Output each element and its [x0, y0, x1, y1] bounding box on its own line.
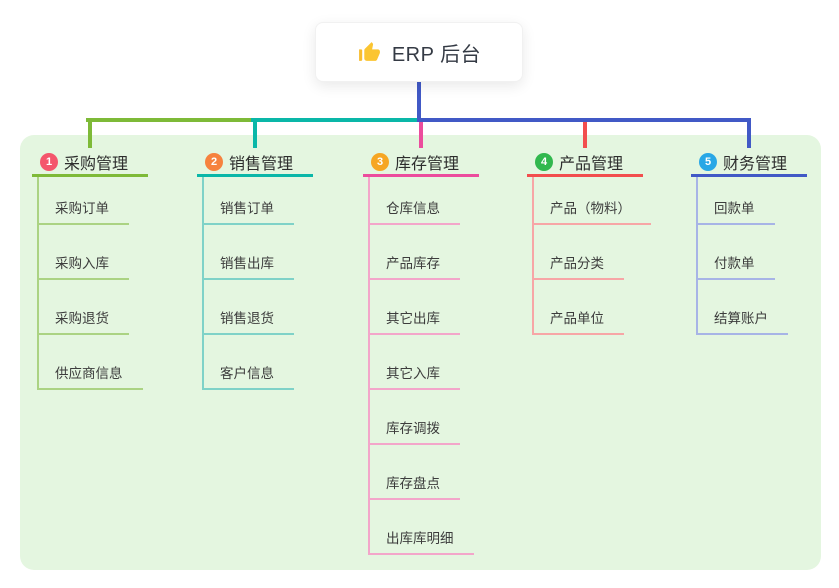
connector-drop-4 — [583, 122, 587, 148]
child-topic-label: 付款单 — [714, 256, 755, 271]
child-topic[interactable]: 采购入库 — [39, 225, 129, 280]
child-topic[interactable]: 库存盘点 — [370, 445, 460, 500]
child-topic[interactable]: 销售退货 — [204, 280, 294, 335]
child-topic-label: 产品单位 — [550, 311, 604, 326]
connector-trunk — [417, 82, 421, 122]
branches-panel — [20, 135, 821, 570]
branch-header-3[interactable]: 3 库存管理 — [363, 150, 479, 177]
child-topic-label: 出库库明细 — [386, 531, 454, 546]
branch-title: 采购管理 — [64, 156, 129, 173]
connector-drop-1 — [88, 122, 92, 148]
child-topic-label: 产品（物料） — [550, 201, 631, 216]
child-topic[interactable]: 结算账户 — [698, 280, 788, 335]
child-topic[interactable]: 付款单 — [698, 225, 775, 280]
root-node[interactable]: ERP 后台 — [315, 22, 523, 82]
branch-3: 3 库存管理 仓库信息产品库存其它出库其它入库库存调拨库存盘点出库库明细 — [363, 150, 479, 555]
child-topic[interactable]: 出库库明细 — [370, 500, 474, 555]
child-topic[interactable]: 采购退货 — [39, 280, 129, 335]
child-topic[interactable]: 其它出库 — [370, 280, 460, 335]
connector-rail-2 — [251, 118, 421, 122]
branch-children: 采购订单采购入库采购退货供应商信息 — [37, 177, 143, 390]
child-topic[interactable]: 产品库存 — [370, 225, 460, 280]
child-topic-label: 结算账户 — [714, 311, 768, 326]
root-title: ERP 后台 — [391, 43, 482, 66]
child-topic-label: 其它出库 — [386, 311, 440, 326]
branch-title: 销售管理 — [229, 156, 294, 173]
child-topic-label: 库存调拨 — [386, 421, 440, 436]
child-topic[interactable]: 仓库信息 — [370, 177, 460, 225]
child-topic[interactable]: 客户信息 — [204, 335, 294, 390]
child-topic-label: 销售订单 — [220, 201, 274, 216]
child-topic[interactable]: 采购订单 — [39, 177, 129, 225]
child-topic-label: 采购入库 — [55, 256, 109, 271]
connector-drop-3 — [419, 122, 423, 148]
branch-number-badge: 1 — [40, 153, 58, 171]
branch-header-1[interactable]: 1 采购管理 — [32, 150, 148, 177]
branch-number-badge: 5 — [699, 153, 717, 171]
connector-rail-5 — [417, 118, 751, 122]
branch-children: 销售订单销售出库销售退货客户信息 — [202, 177, 294, 390]
child-topic-label: 采购订单 — [55, 201, 109, 216]
child-topic[interactable]: 产品单位 — [534, 280, 624, 335]
branch-children: 回款单付款单结算账户 — [696, 177, 788, 335]
branch-number-badge: 4 — [535, 153, 553, 171]
branch-2: 2 销售管理 销售订单销售出库销售退货客户信息 — [197, 150, 313, 390]
branch-header-2[interactable]: 2 销售管理 — [197, 150, 313, 177]
child-topic[interactable]: 其它入库 — [370, 335, 460, 390]
connector-drop-5 — [747, 122, 751, 148]
branch-header-5[interactable]: 5 财务管理 — [691, 150, 807, 177]
branch-header-4[interactable]: 4 产品管理 — [527, 150, 643, 177]
child-topic[interactable]: 库存调拨 — [370, 390, 460, 445]
branch-number-badge: 2 — [205, 153, 223, 171]
branch-children: 产品（物料） 产品分类产品单位 — [532, 177, 651, 335]
child-topic-label: 其它入库 — [386, 366, 440, 381]
child-topic[interactable]: 销售出库 — [204, 225, 294, 280]
branch-title: 库存管理 — [395, 156, 460, 173]
child-topic-label: 供应商信息 — [55, 366, 123, 381]
branch-title: 财务管理 — [723, 156, 788, 173]
branch-title: 产品管理 — [559, 156, 624, 173]
child-topic-label: 客户信息 — [220, 366, 274, 381]
child-topic-label: 仓库信息 — [386, 201, 440, 216]
child-topic[interactable]: 销售订单 — [204, 177, 294, 225]
branch-number-badge: 3 — [371, 153, 389, 171]
child-topic[interactable]: 回款单 — [698, 177, 775, 225]
child-topic-label: 回款单 — [714, 201, 755, 216]
child-topic[interactable]: 供应商信息 — [39, 335, 143, 390]
branch-1: 1 采购管理 采购订单采购入库采购退货供应商信息 — [32, 150, 148, 390]
child-topic-label: 采购退货 — [55, 311, 109, 326]
branch-4: 4 产品管理 产品（物料） 产品分类产品单位 — [527, 150, 651, 335]
child-topic[interactable]: 产品（物料） — [534, 177, 651, 225]
branch-children: 仓库信息产品库存其它出库其它入库库存调拨库存盘点出库库明细 — [368, 177, 474, 555]
branch-5: 5 财务管理 回款单付款单结算账户 — [691, 150, 807, 335]
child-topic-label: 产品库存 — [386, 256, 440, 271]
child-topic-label: 销售出库 — [220, 256, 274, 271]
thumbs-up-icon — [358, 41, 380, 61]
connector-drop-2 — [253, 122, 257, 148]
child-topic[interactable]: 产品分类 — [534, 225, 624, 280]
child-topic-label: 库存盘点 — [386, 476, 440, 491]
child-topic-label: 销售退货 — [220, 311, 274, 326]
child-topic-label: 产品分类 — [550, 256, 604, 271]
